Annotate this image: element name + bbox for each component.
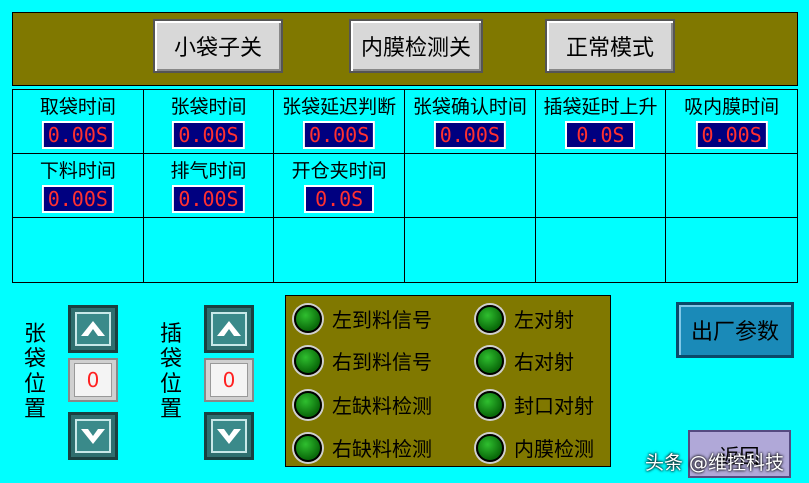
empty-cell bbox=[13, 218, 144, 282]
signal-label: 内膜检测 bbox=[514, 437, 594, 461]
timer-label: 下料时间 bbox=[39, 160, 116, 182]
timer-label: 插袋延时上升 bbox=[543, 96, 658, 118]
factory-parameters-button[interactable]: 出厂参数 bbox=[676, 302, 794, 358]
signal-label: 封口对射 bbox=[514, 394, 594, 418]
timer-value-input[interactable]: 0.00S bbox=[172, 121, 245, 149]
timer-label: 吸内膜时间 bbox=[684, 96, 780, 118]
status-led-icon bbox=[476, 433, 504, 462]
signal-seal-beam: 封口对射 bbox=[476, 390, 594, 419]
timer-label: 张袋延迟判断 bbox=[282, 96, 397, 118]
timer-value-input[interactable]: 0.00S bbox=[41, 185, 114, 213]
status-led-icon bbox=[294, 346, 322, 375]
timer-cell: 取袋时间 0.00S bbox=[13, 90, 144, 154]
status-led-icon bbox=[294, 390, 322, 419]
bag-open-position-label: 张袋位置 bbox=[23, 322, 46, 422]
timer-cell: 吸内膜时间 0.00S bbox=[666, 90, 797, 154]
timer-cell: 张袋时间 0.00S bbox=[143, 90, 275, 154]
small-bag-toggle-button[interactable]: 小袋子关 bbox=[153, 19, 283, 73]
bag-open-up-button[interactable] bbox=[68, 305, 118, 353]
inner-film-detect-toggle-button[interactable]: 内膜检测关 bbox=[349, 19, 483, 73]
bag-open-position-display: 0 bbox=[68, 358, 118, 402]
timer-label: 排气时间 bbox=[170, 160, 247, 182]
empty-cell bbox=[405, 218, 536, 282]
watermark: 头条 @维控科技 bbox=[645, 452, 785, 474]
timer-label: 张袋时间 bbox=[170, 96, 247, 118]
signal-right-beam: 右对射 bbox=[476, 346, 574, 375]
timer-value-input[interactable]: 0.00S bbox=[303, 121, 376, 149]
empty-cell bbox=[666, 218, 797, 282]
empty-cell bbox=[536, 218, 667, 282]
timer-label: 开仓夹时间 bbox=[291, 160, 387, 182]
signal-label: 左到料信号 bbox=[332, 308, 432, 332]
timer-grid: 取袋时间 0.00S 张袋时间 0.00S 张袋延迟判断 0.00S 张袋确认时… bbox=[12, 89, 798, 283]
arrow-up-icon bbox=[211, 312, 247, 346]
timer-value-input[interactable]: 0.00S bbox=[41, 121, 114, 149]
bag-open-position-value: 0 bbox=[74, 363, 112, 397]
timer-value-input[interactable]: 0.0S bbox=[304, 185, 375, 213]
signal-status-panel: 左到料信号 左对射 右到料信号 右对射 左缺料检测 封口对射 右缺料检测 内膜检… bbox=[285, 295, 611, 467]
timer-cell: 排气时间 0.00S bbox=[143, 154, 275, 218]
bag-open-down-button[interactable] bbox=[68, 412, 118, 460]
signal-label: 右对射 bbox=[514, 350, 574, 374]
timer-value-input[interactable]: 0.0S bbox=[565, 121, 636, 149]
empty-cell bbox=[274, 218, 405, 282]
timer-cell: 开仓夹时间 0.0S bbox=[274, 154, 405, 218]
arrow-up-icon bbox=[75, 312, 111, 346]
timer-cell: 插袋延时上升 0.0S bbox=[535, 90, 667, 154]
timer-value-input[interactable]: 0.00S bbox=[172, 185, 245, 213]
mode-toolbar: 小袋子关 内膜检测关 正常模式 bbox=[12, 12, 798, 86]
timer-cell: 张袋确认时间 0.00S bbox=[405, 90, 536, 154]
signal-label: 右到料信号 bbox=[332, 350, 432, 374]
signal-label: 左缺料检测 bbox=[332, 394, 432, 418]
bag-insert-position-display: 0 bbox=[204, 358, 254, 402]
status-led-icon bbox=[294, 433, 322, 462]
timer-value-input[interactable]: 0.00S bbox=[433, 121, 506, 149]
timer-cell: 下料时间 0.00S bbox=[13, 154, 144, 218]
bag-insert-up-button[interactable] bbox=[204, 305, 254, 353]
timer-label: 取袋时间 bbox=[39, 96, 116, 118]
signal-left-beam: 左对射 bbox=[476, 304, 574, 333]
empty-cell bbox=[666, 154, 797, 218]
signal-label: 左对射 bbox=[514, 308, 574, 332]
arrow-down-icon bbox=[211, 419, 247, 453]
status-led-icon bbox=[476, 390, 504, 419]
signal-right-shortage: 右缺料检测 bbox=[294, 433, 432, 462]
signal-left-shortage: 左缺料检测 bbox=[294, 390, 432, 419]
bag-insert-position-label: 插袋位置 bbox=[159, 322, 182, 422]
signal-inner-film: 内膜检测 bbox=[476, 433, 594, 462]
empty-cell bbox=[144, 218, 275, 282]
timer-label: 张袋确认时间 bbox=[412, 96, 527, 118]
arrow-down-icon bbox=[75, 419, 111, 453]
status-led-icon bbox=[476, 346, 504, 375]
signal-right-material: 右到料信号 bbox=[294, 346, 432, 375]
signal-label: 右缺料检测 bbox=[332, 437, 432, 461]
timer-cell: 张袋延迟判断 0.00S bbox=[274, 90, 405, 154]
bag-insert-down-button[interactable] bbox=[204, 412, 254, 460]
timer-value-input[interactable]: 0.00S bbox=[695, 121, 768, 149]
signal-left-material: 左到料信号 bbox=[294, 304, 432, 333]
status-led-icon bbox=[294, 304, 322, 333]
bag-insert-position-value: 0 bbox=[210, 363, 248, 397]
normal-mode-button[interactable]: 正常模式 bbox=[545, 19, 675, 73]
back-button[interactable]: 返回 bbox=[688, 430, 791, 478]
empty-cell bbox=[405, 154, 536, 218]
empty-cell bbox=[535, 154, 667, 218]
status-led-icon bbox=[476, 304, 504, 333]
